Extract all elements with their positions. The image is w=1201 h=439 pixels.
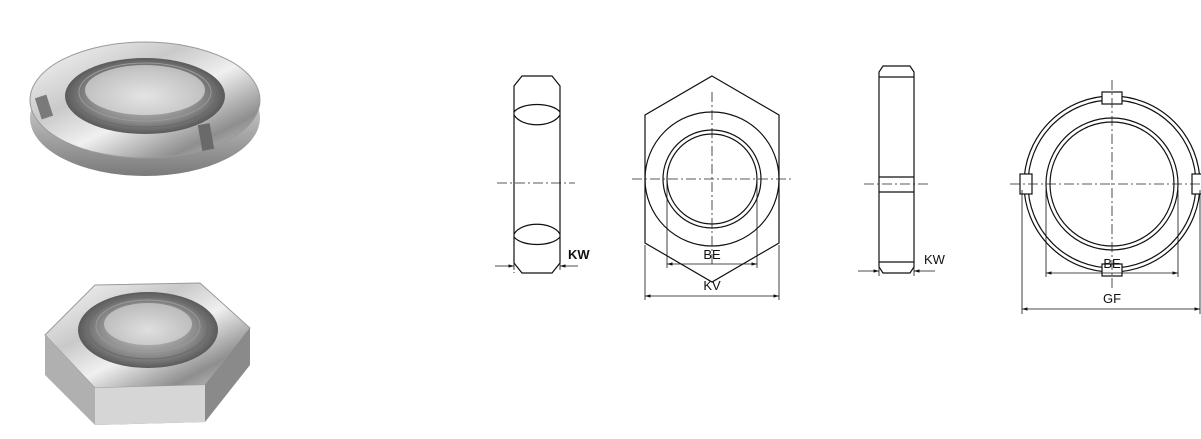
slotted-nut-side-view: KW [858,65,946,276]
slotted-nut-photo [29,41,261,176]
hex-front-bore-label: BE [703,247,721,262]
slotted-nut-front-view: BE GF [1010,80,1201,314]
slotted-front-bore-label: BE [1103,256,1121,271]
hex-nut-front-view: BE KV [632,75,792,300]
hex-front-across-flats-label: KV [703,278,721,293]
slotted-side-width-label: KW [924,252,946,267]
hex-side-width-label: KW [568,247,590,262]
hex-nut-side-view: KW [495,75,590,274]
hex-nut-photo [44,282,251,425]
slotted-front-outer-label: GF [1103,291,1121,306]
